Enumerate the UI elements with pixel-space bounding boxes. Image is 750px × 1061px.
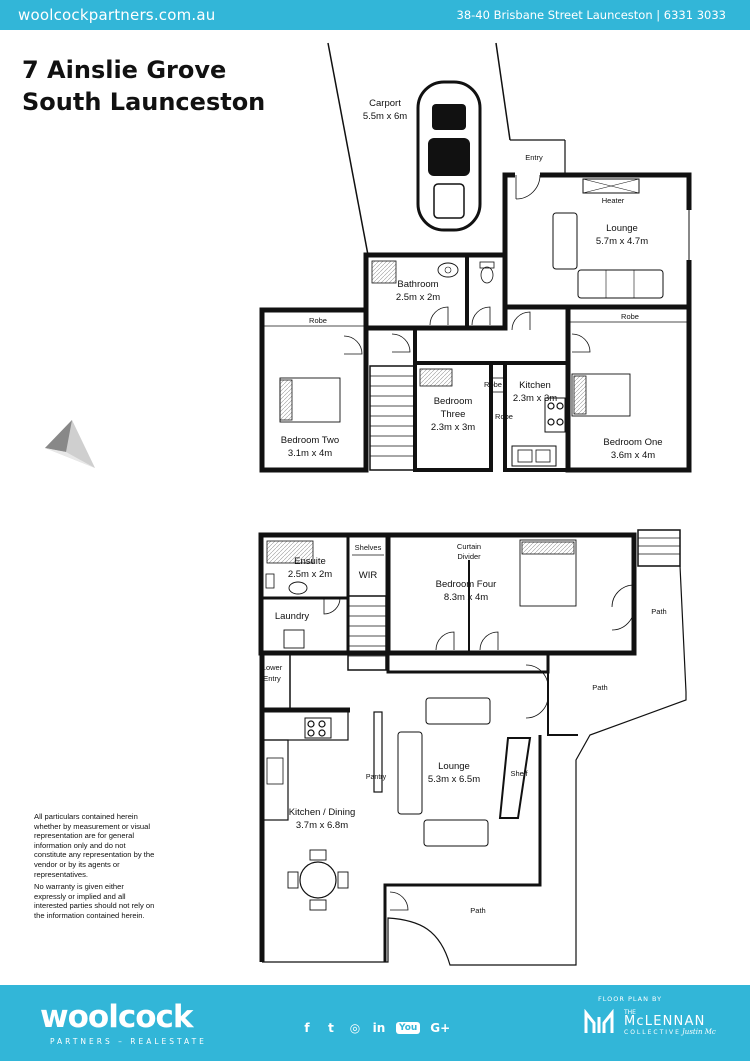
shelves-label: Shelves: [355, 543, 382, 552]
bedroom-three-label-1: Bedroom: [434, 396, 473, 407]
bedroom-four-label: Bedroom Four: [436, 579, 497, 590]
bedroom-three-label-2: Three: [441, 409, 466, 420]
google-plus-icon[interactable]: G+: [430, 1021, 451, 1035]
bathroom-size: 2.5m x 2m: [396, 292, 440, 303]
agency-contact: 38-40 Brisbane Street Launceston | 6331 …: [456, 8, 726, 22]
bathroom-label: Bathroom: [397, 279, 438, 290]
entry-label: Entry: [525, 153, 543, 162]
linkedin-icon[interactable]: in: [372, 1021, 386, 1035]
mclennan-name: McLENNAN: [624, 1014, 706, 1029]
heater-label: Heater: [602, 196, 625, 205]
upper-lounge-size: 5.7m x 4.7m: [596, 236, 648, 247]
lower-lounge-size: 5.3m x 6.5m: [428, 774, 480, 785]
website-link[interactable]: woolcockpartners.com.au: [18, 6, 216, 24]
disclaimer: All particulars contained herein whether…: [34, 812, 156, 924]
carport-label: Carport: [369, 98, 401, 109]
facebook-icon[interactable]: f: [304, 1021, 310, 1035]
social-links: f t ◎ in You G+: [300, 1021, 450, 1035]
address-line-1: 7 Ainslie Grove: [22, 56, 227, 84]
pantry-label: Pantry: [366, 774, 387, 781]
youtube-icon[interactable]: You: [396, 1022, 421, 1034]
bedroom-one-size: 3.6m x 4m: [611, 450, 655, 461]
bedroom-one-label: Bedroom One: [603, 437, 662, 448]
mclennan-collective: COLLECTIVE: [624, 1029, 681, 1036]
upper-kitchen-label: Kitchen: [519, 380, 551, 391]
disclaimer-paragraph-2: No warranty is given either expressly or…: [34, 882, 155, 920]
curtain-divider-label-1: Curtain: [457, 542, 481, 551]
address-line-2: South Launceston: [22, 88, 266, 116]
bedroom-three-size: 2.3m x 3m: [431, 422, 475, 433]
woolcock-tagline: PARTNERS – REALESTATE: [50, 1037, 207, 1046]
upper-kitchen-size: 2.3m x 3m: [513, 393, 557, 404]
mclennan-logo-icon: [584, 1009, 614, 1033]
robe-label-small-1: Robe: [484, 380, 502, 389]
woolcock-logo[interactable]: woolcock: [40, 999, 194, 1035]
kitchen-dining-size: 3.7m x 6.8m: [296, 820, 348, 831]
lower-entry-label-2: Entry: [263, 674, 281, 683]
carport-size: 5.5m x 6m: [363, 111, 407, 122]
lower-lounge-label: Lounge: [438, 761, 470, 772]
ensuite-size: 2.5m x 2m: [288, 569, 332, 580]
floor-plan-by-label: FLOOR PLAN BY: [598, 995, 663, 1003]
upper-lounge-label: Lounge: [606, 223, 638, 234]
robe-label-bedroom-one: Robe: [621, 312, 639, 321]
curtain-divider-label-2: Divider: [457, 552, 481, 561]
mclennan-signature: Justin Mc: [682, 1028, 716, 1036]
footer-bar: woolcock PARTNERS – REALESTATE f t ◎ in …: [0, 985, 750, 1061]
car-icon: [416, 80, 482, 232]
robe-label-small-2: Robe: [495, 412, 513, 421]
ensuite-label: Ensuite: [294, 556, 326, 567]
mclennan-the: THE: [624, 1009, 636, 1016]
twitter-icon[interactable]: t: [328, 1021, 334, 1035]
wir-label: WIR: [359, 570, 378, 581]
shelf-label: Shelf: [510, 769, 528, 778]
robe-label-bedroom-two: Robe: [309, 316, 327, 325]
lower-floor-plan: [258, 529, 687, 966]
upper-floor-plan: [259, 42, 692, 473]
compass-icon: [45, 420, 95, 468]
lower-entry-label-1: Lower: [262, 663, 283, 672]
floor-plan: Carport 5.5m x 6m Entry Heater Lounge 5.…: [45, 42, 692, 966]
path-label-1: Path: [651, 607, 666, 616]
path-label-2: Path: [592, 683, 607, 692]
bedroom-four-size: 8.3m x 4m: [444, 592, 488, 603]
kitchen-dining-label: Kitchen / Dining: [289, 807, 356, 818]
disclaimer-paragraph-1: All particulars contained herein whether…: [34, 812, 155, 879]
path-label-3: Path: [470, 906, 485, 915]
bedroom-two-label: Bedroom Two: [281, 435, 339, 446]
header-bar: woolcockpartners.com.au 38-40 Brisbane S…: [0, 0, 750, 30]
bedroom-two-size: 3.1m x 4m: [288, 448, 332, 459]
laundry-label: Laundry: [275, 611, 310, 622]
instagram-icon[interactable]: ◎: [349, 1021, 361, 1035]
